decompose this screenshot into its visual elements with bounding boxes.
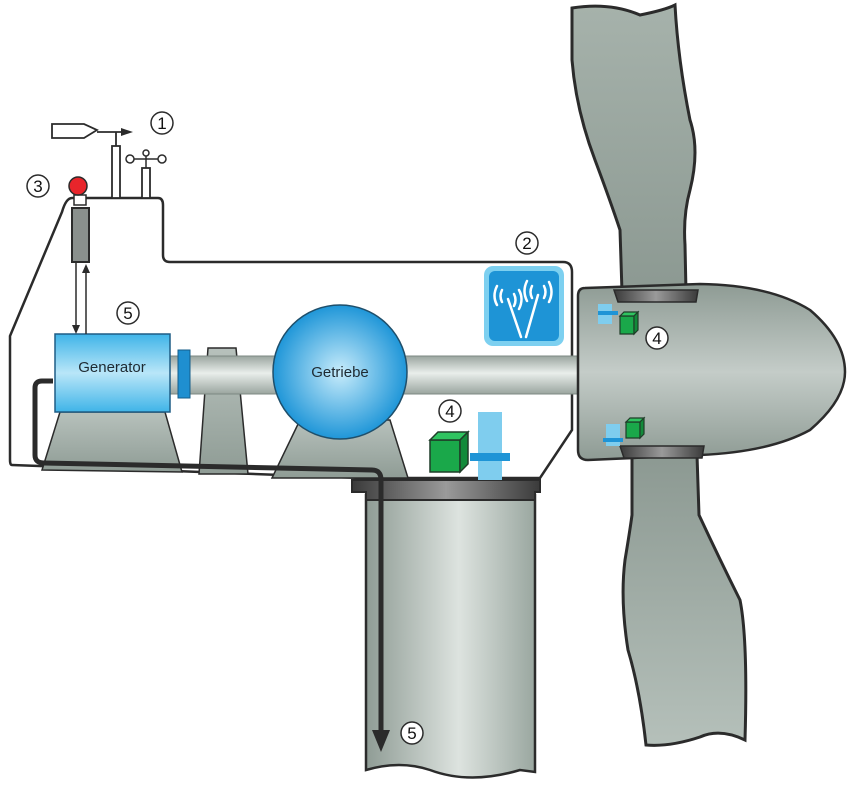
svg-text:4: 4 xyxy=(652,329,661,348)
gearbox-label: Getriebe xyxy=(311,364,369,381)
warning-light-base xyxy=(73,194,87,206)
antenna-icon xyxy=(493,279,553,339)
anemometer-cup-icon xyxy=(142,149,150,157)
blade-flange-upper xyxy=(612,289,699,303)
control-cabinet xyxy=(71,207,90,263)
wind-vane-arrow-icon xyxy=(121,128,133,136)
marker-5-tower: 5 xyxy=(400,721,424,745)
warning-light-icon xyxy=(68,176,88,196)
svg-text:2: 2 xyxy=(522,234,531,253)
marker-2: 2 xyxy=(515,231,539,255)
svg-text:5: 5 xyxy=(407,724,416,743)
svg-text:5: 5 xyxy=(123,304,132,323)
sensor-box-hub-upper xyxy=(598,304,640,336)
rotor-blade-upper xyxy=(570,2,697,294)
pitch-actuator-nacelle xyxy=(470,412,510,480)
sensor-box-nacelle xyxy=(428,430,470,474)
svg-text:4: 4 xyxy=(445,402,454,421)
cable-arrow-head xyxy=(372,730,390,752)
tower xyxy=(364,493,537,779)
signal-arrow-up-icon xyxy=(82,264,90,273)
generator-label: Generator xyxy=(78,359,146,376)
marker-5-generator: 5 xyxy=(116,301,140,325)
marker-4-nacelle: 4 xyxy=(438,399,462,423)
rotor-blade-lower xyxy=(621,453,748,747)
tower-flange xyxy=(351,479,541,501)
signal-cable xyxy=(32,378,384,735)
blade-flange-lower xyxy=(618,445,705,459)
wireless-module-inner xyxy=(489,271,559,341)
wind-vane-icon xyxy=(51,123,99,139)
signal-arrow-down-icon xyxy=(72,325,80,334)
svg-text:3: 3 xyxy=(33,177,42,196)
shaft-coupling xyxy=(177,349,191,399)
anemometer-cup-icon xyxy=(125,154,135,164)
gearbox xyxy=(272,304,408,440)
anemometer-cup-icon xyxy=(157,154,167,164)
generator xyxy=(54,333,171,413)
marker-3: 3 xyxy=(26,174,50,198)
marker-4-hub: 4 xyxy=(645,326,669,350)
marker-1: 1 xyxy=(150,111,174,135)
anemometer-mast xyxy=(141,167,151,199)
wind-vane-mast xyxy=(111,145,121,199)
rotor-hub xyxy=(576,282,847,462)
svg-text:1: 1 xyxy=(157,114,166,133)
sensor-box-hub-lower xyxy=(603,416,646,446)
